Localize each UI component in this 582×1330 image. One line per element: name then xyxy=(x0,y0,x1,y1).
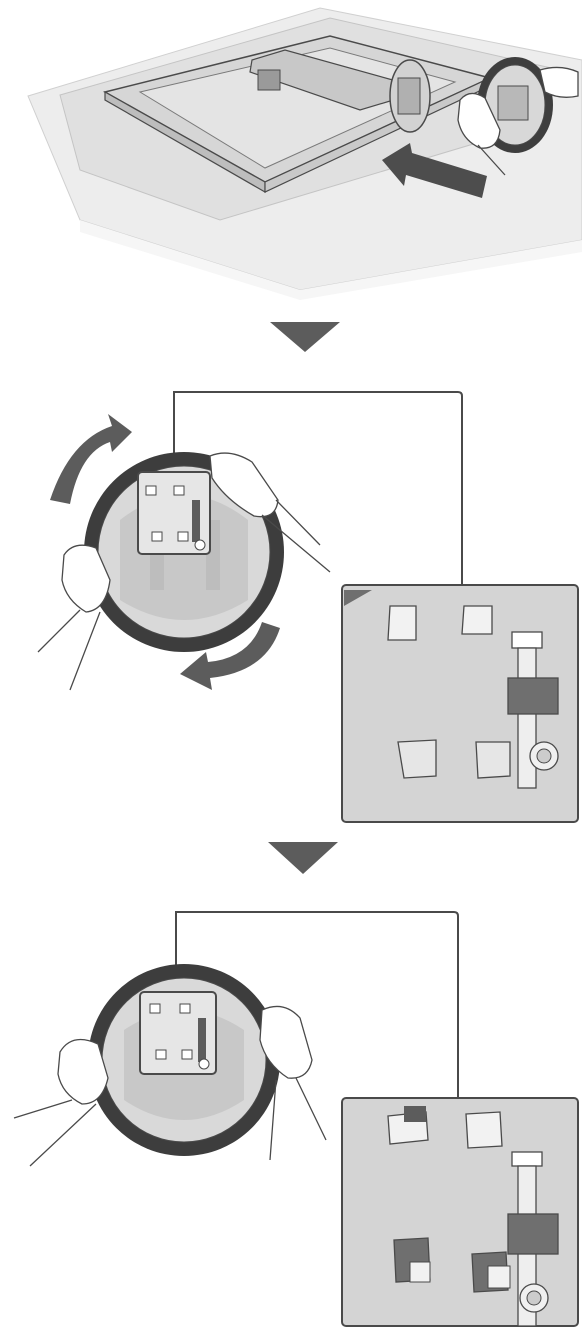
right-hand xyxy=(209,452,279,518)
callout-line xyxy=(175,911,459,1098)
step-2-rotate-base xyxy=(37,391,579,823)
hook-icon xyxy=(465,1111,503,1149)
right-hand xyxy=(539,66,579,98)
left-hand xyxy=(57,1038,109,1105)
hook-icon xyxy=(475,741,511,779)
left-hand xyxy=(61,544,111,613)
rotate-clockwise-icon xyxy=(180,622,280,690)
rotate-clockwise-icon xyxy=(50,414,132,504)
step-1-attach-base xyxy=(27,7,582,300)
push-arrow-icon xyxy=(382,143,487,198)
down-arrow-icon xyxy=(270,322,340,352)
right-hand xyxy=(259,1005,313,1079)
left-hand xyxy=(457,92,501,149)
lock-lever xyxy=(511,631,543,649)
down-arrow-icon xyxy=(268,842,338,874)
hook-icon xyxy=(387,605,417,641)
hook-icon xyxy=(461,605,493,635)
callout-line xyxy=(173,391,463,585)
step-3-base-locked xyxy=(13,911,579,1327)
hook-icon xyxy=(397,739,437,779)
lock-lever xyxy=(511,1151,543,1167)
